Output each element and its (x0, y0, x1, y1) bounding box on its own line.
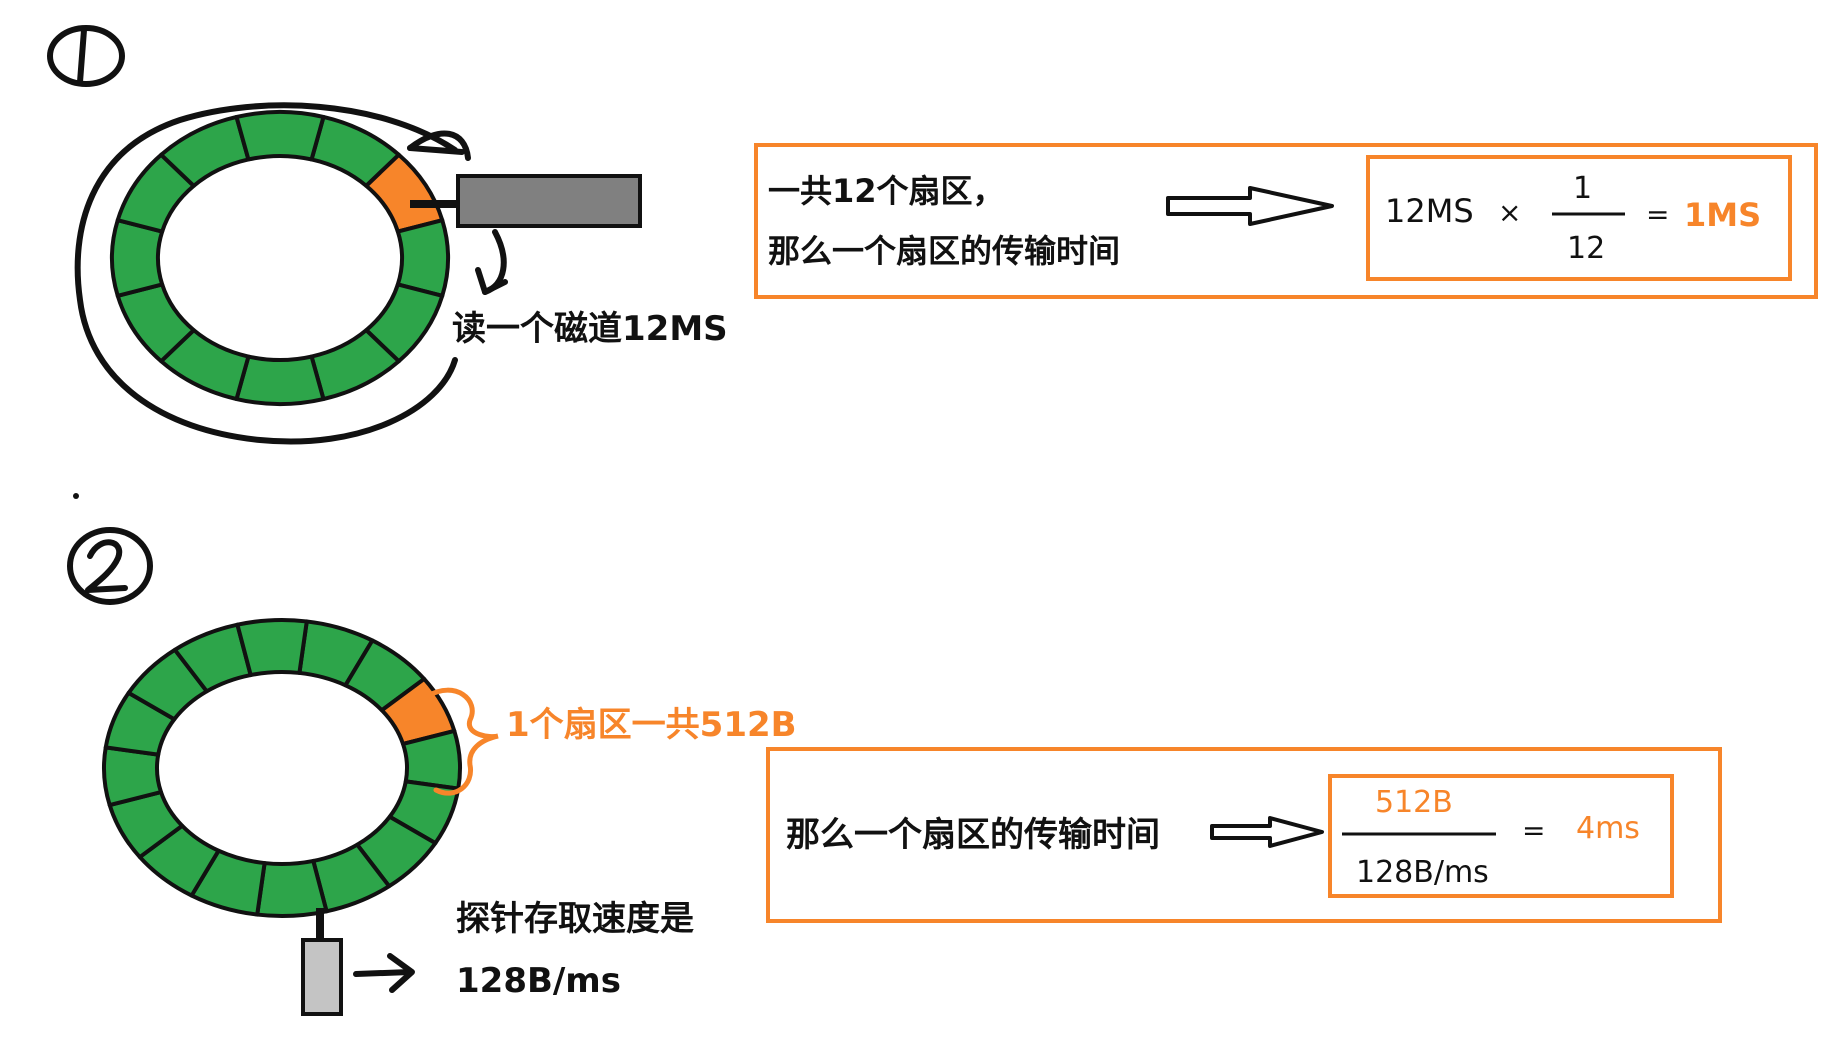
section-2-marker (67, 527, 153, 605)
sector-time-box-2: 那么一个扇区的传输时间 512B 128B/ms = 4ms (766, 747, 1722, 923)
formula2-result: 4ms (1576, 811, 1640, 846)
section-2: 1个扇区一共512B 探针存取速度是 128B/ms 那么一个扇区的传输时间 5… (67, 527, 1722, 1016)
formula1-result: 1MS (1684, 196, 1761, 234)
formula1-numerator: 1 (1573, 171, 1592, 206)
disk2-sector-8 (255, 858, 329, 918)
probe-direction-arrow-icon (353, 953, 415, 993)
disk1-sector-12 (234, 110, 326, 162)
sector-size-label: 1个扇区一共512B (506, 705, 797, 745)
implies-arrow-icon (1166, 186, 1334, 226)
disk-track-2 (102, 618, 462, 918)
formula2-numerator: 512B (1375, 785, 1453, 820)
formula1-equals: = (1646, 198, 1669, 231)
formula1-times: × (1498, 196, 1521, 229)
probe-speed-line1: 探针存取速度是 (456, 899, 694, 939)
box1-line2: 那么一个扇区的传输时间 (768, 232, 1120, 270)
disk2-sector-16 (235, 618, 309, 678)
formula2-equals: = (1522, 814, 1545, 847)
probe-speed-line2: 128B/ms (456, 961, 621, 1001)
formula1-left: 12MS (1385, 192, 1474, 230)
sector-brace (425, 687, 499, 796)
track-read-time-label: 读一个磁道12MS (452, 309, 728, 349)
read-direction-arrow-icon (475, 229, 508, 295)
disk-track-1 (110, 110, 450, 406)
section-1: 读一个磁道12MS 一共12个扇区， 那么一个扇区的传输时间 12MS × 1 … (47, 25, 1818, 445)
probe-head-2 (301, 908, 343, 1016)
sector-time-box-1: 一共12个扇区， 那么一个扇区的传输时间 12MS × 1 12 = 1MS (754, 143, 1818, 299)
box1-line1: 一共12个扇区， (768, 172, 1005, 210)
implies-arrow-icon-2 (1210, 816, 1324, 848)
disk1-sector-6 (234, 354, 326, 406)
section-1-marker (47, 25, 125, 87)
rotation-arrow-icon (407, 130, 471, 161)
box2-line1: 那么一个扇区的传输时间 (786, 815, 1160, 855)
formula2-denominator: 128B/ms (1356, 855, 1489, 890)
read-head-1 (410, 174, 642, 228)
formula1-denominator: 12 (1567, 231, 1605, 266)
stray-dot (73, 493, 79, 499)
rotation-loop (74, 102, 458, 445)
